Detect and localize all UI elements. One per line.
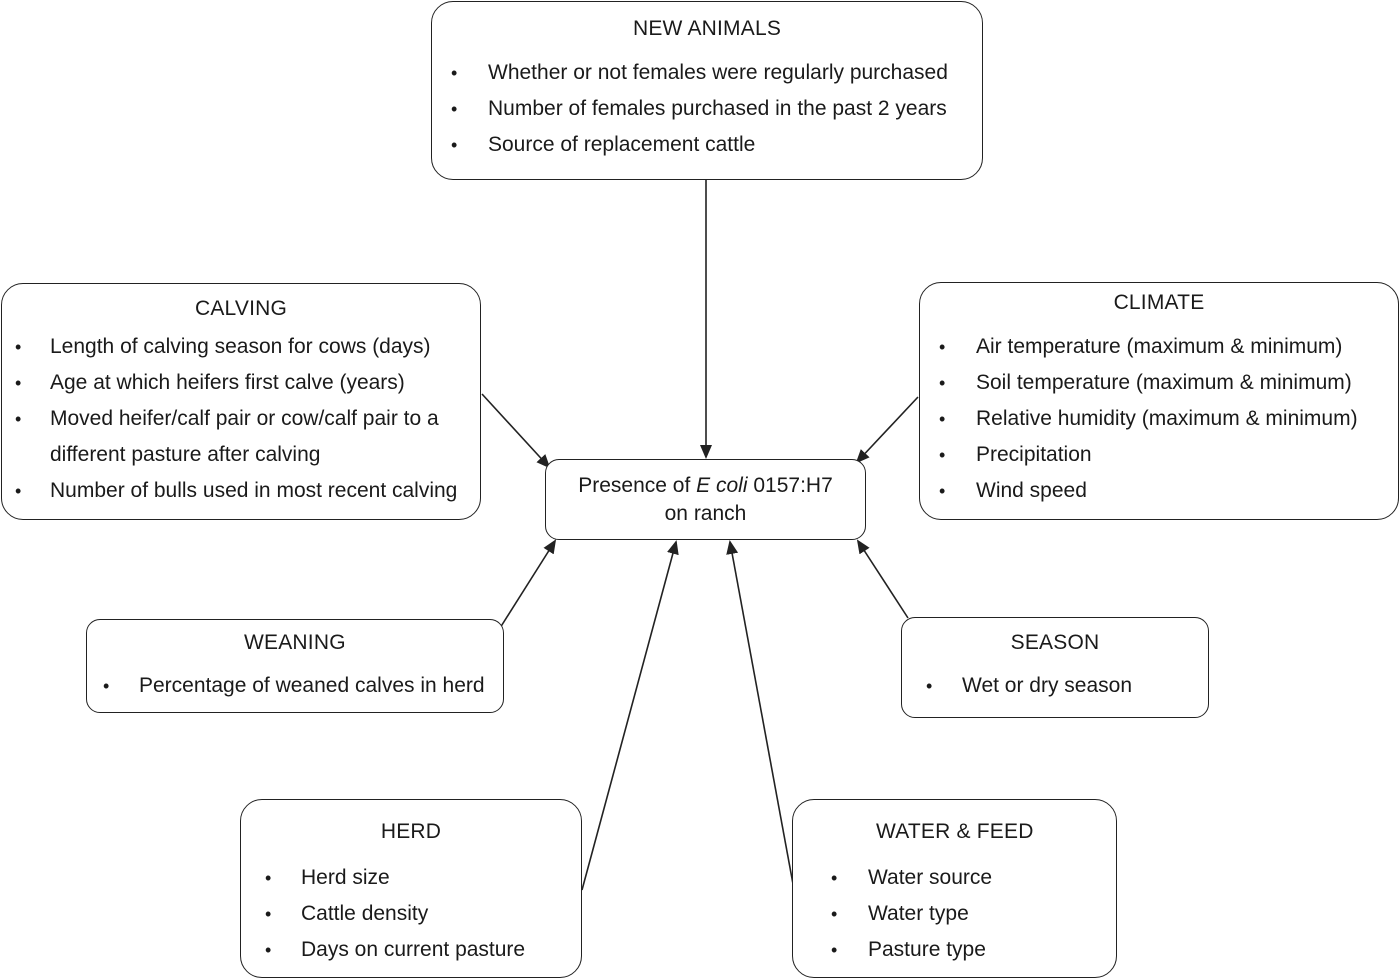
list-item: •Percentage of weaned calves in herd [87,668,503,704]
list-item: •Cattle density [241,896,581,932]
water-feed-list: •Water source •Water type •Pasture type [793,860,1116,968]
new-animals-box: NEW ANIMALS •Whether or not females were… [431,1,983,180]
list-item: •Wind speed [920,473,1398,509]
arrow-water-feed [726,540,794,885]
bullet-icon: • [939,481,946,501]
bullet-icon: • [15,481,22,501]
herd-box: HERD •Herd size •Cattle density •Days on… [240,799,582,978]
bullet-icon: • [265,868,272,888]
list-item-continuation: different pasture after calving [50,443,321,466]
list-item: •Number of bulls used in most recent cal… [2,473,480,509]
bullet-icon: • [939,373,946,393]
climate-box: CLIMATE •Air temperature (maximum & mini… [919,282,1399,520]
center-strain: 0157:H7 [747,474,833,497]
bullet-icon: • [15,337,22,357]
bullet-icon: • [15,373,22,393]
season-box: SEASON •Wet or dry season [901,617,1209,718]
list-item: •Pasture type [793,932,1116,968]
list-item: •Moved heifer/calf pair or cow/calf pair… [2,401,480,437]
list-item: •Source of replacement cattle [432,127,982,163]
bullet-icon: • [15,409,22,429]
calving-list: •Length of calving season for cows (days… [2,329,480,509]
list-item: •Days on current pasture [241,932,581,968]
list-item: •Wet or dry season [902,668,1208,704]
bullet-icon: • [451,63,458,83]
arrow-season [856,539,909,619]
arrow-climate [855,396,919,464]
list-item: •Length of calving season for cows (days… [2,329,480,365]
bullet-icon: • [831,868,838,888]
season-title: SEASON [1010,631,1100,654]
arrow-herd [581,540,679,891]
bullet-icon: • [831,904,838,924]
climate-list: •Air temperature (maximum & minimum) •So… [920,329,1398,509]
bullet-icon: • [926,676,933,696]
list-item: •Water source [793,860,1116,896]
list-item: •Soil temperature (maximum & minimum) [920,365,1398,401]
list-item: •Precipitation [920,437,1398,473]
bullet-icon: • [831,940,838,960]
herd-title: HERD [380,820,442,843]
center-organism: E coli [696,474,748,497]
arrow-weaning [499,539,557,629]
center-node-ecoli: Presence of E coli 0157:H7 on ranch [545,459,866,540]
herd-list: •Herd size •Cattle density •Days on curr… [241,860,581,968]
bullet-icon: • [939,337,946,357]
season-list: •Wet or dry season [902,668,1208,704]
climate-title: CLIMATE [1113,291,1205,314]
list-item: •Herd size [241,860,581,896]
center-prefix: Presence of [578,474,697,497]
bullet-icon: • [265,904,272,924]
weaning-list: •Percentage of weaned calves in herd [87,668,503,704]
list-item: •Relative humidity (maximum & minimum) [920,401,1398,437]
list-item: •Number of females purchased in the past… [432,91,982,127]
bullet-icon: • [265,940,272,960]
calving-title: CALVING [194,297,288,320]
bullet-icon: • [451,135,458,155]
center-line-2: on ranch [664,502,747,525]
new-animals-title: NEW ANIMALS [632,17,782,40]
list-item: •Whether or not females were regularly p… [432,55,982,91]
water-feed-box: WATER & FEED •Water source •Water type •… [792,799,1117,978]
weaning-title: WEANING [244,631,346,654]
weaning-box: WEANING •Percentage of weaned calves in … [86,619,504,713]
bullet-icon: • [939,445,946,465]
bullet-icon: • [451,99,458,119]
bullet-icon: • [939,409,946,429]
center-line-1: Presence of E coli 0157:H7 [546,472,865,500]
list-item: •Air temperature (maximum & minimum) [920,329,1398,365]
list-item: •Age at which heifers first calve (years… [2,365,480,401]
water-feed-title: WATER & FEED [876,820,1034,843]
bullet-icon: • [103,676,110,696]
list-item: •Water type [793,896,1116,932]
new-animals-list: •Whether or not females were regularly p… [432,55,982,163]
arrow-calving [481,393,551,469]
calving-box: CALVING •Length of calving season for co… [1,283,481,520]
